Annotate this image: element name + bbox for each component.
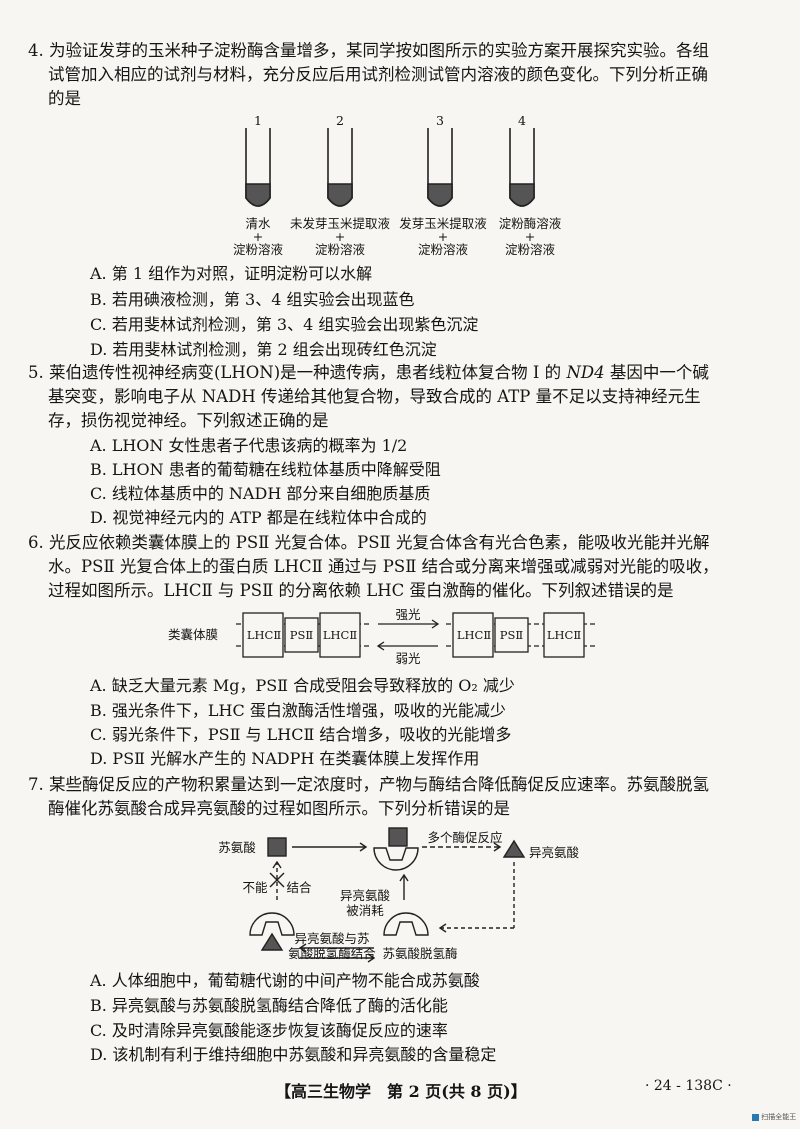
page-footer-subject: 【高三生物学 第 2 页(共 8 页)】 <box>275 1082 527 1101</box>
test-tube-1 <box>245 128 271 207</box>
q7-option-b: B. 异亮氨酸与苏氨酸脱氢酶结合降低了酶的活化能 <box>90 996 448 1015</box>
weak-light-label: 弱光 <box>395 651 421 666</box>
lhc-left-2: LHCⅡ <box>322 628 358 642</box>
q5-option-c: C. 线粒体基质中的 NADH 部分来自细胞质基质 <box>90 484 431 503</box>
multi-reaction-label: 多个酶促反应 <box>427 830 503 845</box>
q4-line-2: 试管加入相应的试剂与材料，充分反应后用试剂检测试管内溶液的颜色变化。下列分析正确 <box>48 65 708 84</box>
strong-light-label: 强光 <box>395 607 421 622</box>
q7-line-2: 酶催化苏氨酸合成异亮氨酸的过程如图所示。下列分析错误的是 <box>48 799 510 818</box>
scanner-logo-icon <box>752 1113 759 1121</box>
tube-3-label-bottom: 淀粉溶液 <box>417 242 468 257</box>
threonine-label: 苏氨酸 <box>218 840 256 855</box>
q6-line-1: 6. 光反应依赖类囊体膜上的 PSⅡ 光复合体。PSⅡ 光复合体含有光合色素，能… <box>28 533 710 552</box>
consumed-label-2: 被消耗 <box>346 903 384 918</box>
q7-line-1: 7. 某些酶促反应的产物积累量达到一定浓度时，产物与酶结合降低酶促反应速率。苏氨… <box>28 775 709 794</box>
q5-option-a: A. LHON 女性患者子代患该病的概率为 1/2 <box>90 436 408 455</box>
bind-label: 结合 <box>286 880 312 895</box>
lhc-left-1: LHCⅡ <box>246 628 282 642</box>
ps-left: PSⅡ <box>289 628 314 642</box>
tube-number-4: 4 <box>518 113 526 128</box>
tube-2-label-top: 未发芽玉米提取液 <box>289 216 390 231</box>
q5-option-d: D. 视觉神经元内的 ATP 都是在线粒体中合成的 <box>90 508 427 527</box>
q5-line-2: 基突变，影响电子从 NADH 传递给其他复合物，导致合成的 ATP 量不足以支持… <box>48 387 701 406</box>
tube-1-plus: + <box>252 229 264 244</box>
tube-3-label-top: 发芽玉米提取液 <box>399 216 487 231</box>
enzyme-label: 苏氨酸脱氢酶 <box>382 946 458 961</box>
q6-option-d: D. PSⅡ 光解水产生的 NADPH 在类囊体膜上发挥作用 <box>90 749 480 768</box>
membrane-label: 类囊体膜 <box>168 627 219 642</box>
q7-option-c: C. 及时清除异亮氨酸能逐步恢复该酶促反应的速率 <box>90 1021 448 1040</box>
tube-1-label-top: 清水 <box>245 216 271 231</box>
tube-number-2: 2 <box>336 113 344 128</box>
q4-line-1: 4. 为验证发芽的玉米种子淀粉酶含量增多，某同学按如图所示的实验方案开展探究实验… <box>28 41 709 60</box>
q7-option-a: A. 人体细胞中，葡萄糖代谢的中间产物不能合成苏氨酸 <box>90 971 480 990</box>
tube-3-plus: + <box>437 229 449 244</box>
tube-2-label-bottom: 淀粉溶液 <box>314 242 365 257</box>
q4-option-c: C. 若用斐林试剂检测，第 3、4 组实验会出现紫色沉淀 <box>90 315 479 334</box>
tube-1-label-bottom: 淀粉溶液 <box>232 242 283 257</box>
q4-option-a: A. 第 1 组作为对照，证明淀粉可以水解 <box>90 264 373 283</box>
q7-option-d: D. 该机制有利于维持细胞中苏氨酸和异亮氨酸的含量稳定 <box>90 1045 497 1064</box>
q5-line-3: 存，损伤视觉神经。下列叙述正确的是 <box>48 411 329 430</box>
test-tube-2 <box>327 128 353 207</box>
q6-line-2: 水。PSⅡ 光复合体上的蛋白质 LHCⅡ 通过与 PSⅡ 结合或分离来增强或减弱… <box>48 557 719 576</box>
q6-option-b: B. 强光条件下，LHC 蛋白激酶活性增强，吸收的光能减少 <box>90 701 506 720</box>
consumed-label-1: 异亮氨酸 <box>339 888 390 903</box>
q4-option-d: D. 若用斐林试剂检测，第 2 组会出现砖红色沉淀 <box>90 340 437 359</box>
tube-number-1: 1 <box>254 113 262 128</box>
scanner-logo: 扫描全能王 <box>752 1112 796 1122</box>
lhc-right-1: LHCⅡ <box>456 628 492 642</box>
cannot-label: 不能 <box>242 880 268 895</box>
q5-option-b: B. LHON 患者的葡萄糖在线粒体基质中降解受阻 <box>90 460 441 479</box>
page-footer-code: · 24 - 138C · <box>645 1078 732 1094</box>
tube-4-label-top: 淀粉酶溶液 <box>498 216 562 231</box>
tube-4-label-bottom: 淀粉溶液 <box>504 242 555 257</box>
q6-option-c: C. 弱光条件下，PSⅡ 与 LHCⅡ 结合增多，吸收的光能增多 <box>90 725 512 744</box>
q4-option-b: B. 若用碘液检测，第 3、4 组实验会出现蓝色 <box>90 290 415 309</box>
gene-name: ND4 <box>566 363 605 382</box>
tube-4-plus: + <box>524 229 536 244</box>
tube-2-plus: + <box>334 229 346 244</box>
q6-line-3: 过程如图所示。LHCⅡ 与 PSⅡ 的分离依赖 LHC 蛋白激酶的催化。下列叙述… <box>48 581 674 600</box>
complex-label-1: 异亮氨酸与苏 <box>294 931 370 946</box>
lhc-right-2: LHCⅡ <box>546 628 582 642</box>
complex-label-2: 氨酸脱氢酶结合 <box>288 946 376 961</box>
isoleucine-label: 异亮氨酸 <box>528 845 579 860</box>
test-tube-4 <box>509 128 535 207</box>
test-tube-3 <box>427 128 453 207</box>
q4-line-3: 的是 <box>48 89 81 108</box>
tube-number-3: 3 <box>436 113 444 128</box>
q5-line-1: 5. 莱伯遗传性视神经病变(LHON)是一种遗传病，患者线粒体复合物 Ⅰ 的 N… <box>28 363 709 382</box>
ps-right: PSⅡ <box>499 628 524 642</box>
q6-option-a: A. 缺乏大量元素 Mg，PSⅡ 合成受阻会导致释放的 O₂ 减少 <box>90 676 515 695</box>
